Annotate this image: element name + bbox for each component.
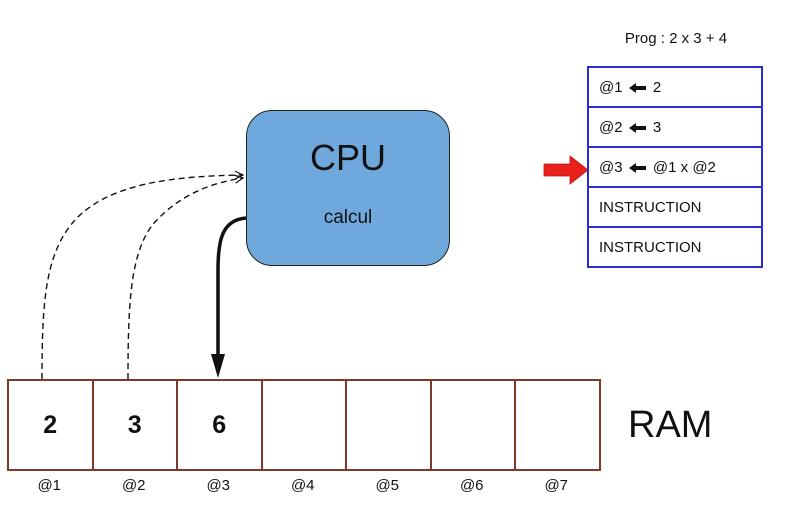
instruction-row-2: @2 3 [589,108,761,148]
program-table: @1 2 @2 3 @3 @1 x @2 INSTRUCTION INSTRUC… [587,66,763,268]
ram-label: RAM [628,404,713,446]
ram-cell-6 [432,381,516,469]
read-arrow-cell-1 [41,175,243,380]
read-arrow-cell-2 [127,178,243,380]
assign-arrow-icon [628,163,646,174]
ram-address-row: @1 @2 @3 @4 @5 @6 @7 [7,477,599,494]
write-arrow-head [211,354,225,378]
ram-cell-4 [263,381,347,469]
instruction-row-4: INSTRUCTION [589,188,761,228]
ram-cell-2: 3 [94,381,178,469]
ram-address-1: @1 [37,477,62,494]
ram-address-2: @2 [121,477,146,494]
ram-address-5: @5 [375,477,400,494]
instruction-value: 3 [652,119,662,136]
instruction-target: @3 [599,159,623,176]
instruction-target: @1 [599,79,623,96]
ram-cell-3: 6 [178,381,263,469]
ram-address-6: @6 [459,477,484,494]
ram-block: 2 3 6 [7,379,601,471]
write-arrow-cell-3 [216,216,247,356]
current-instruction-pointer [543,155,589,185]
ram-address-4: @4 [290,477,315,494]
ram-cell-5 [347,381,432,469]
ram-address-3: @3 [206,477,231,494]
ram-cell-7 [516,381,601,469]
program-title: Prog : 2 x 3 + 4 [624,30,728,47]
instruction-row-1: @1 2 [589,68,761,108]
cpu-title: CPU [309,137,386,178]
ram-address-7: @7 [544,477,569,494]
cpu-block: CPU calcul [246,110,450,266]
cpu-subtitle: calcul [323,207,373,228]
assign-arrow-icon [628,83,646,94]
instruction-target: @2 [599,119,623,136]
assign-arrow-icon [628,123,646,134]
instruction-value: 2 [652,79,662,96]
instruction-row-3: @3 @1 x @2 [589,148,761,188]
instruction-value: @1 x @2 [652,159,716,176]
ram-cell-1: 2 [9,381,94,469]
instruction-row-5: INSTRUCTION [589,228,761,268]
